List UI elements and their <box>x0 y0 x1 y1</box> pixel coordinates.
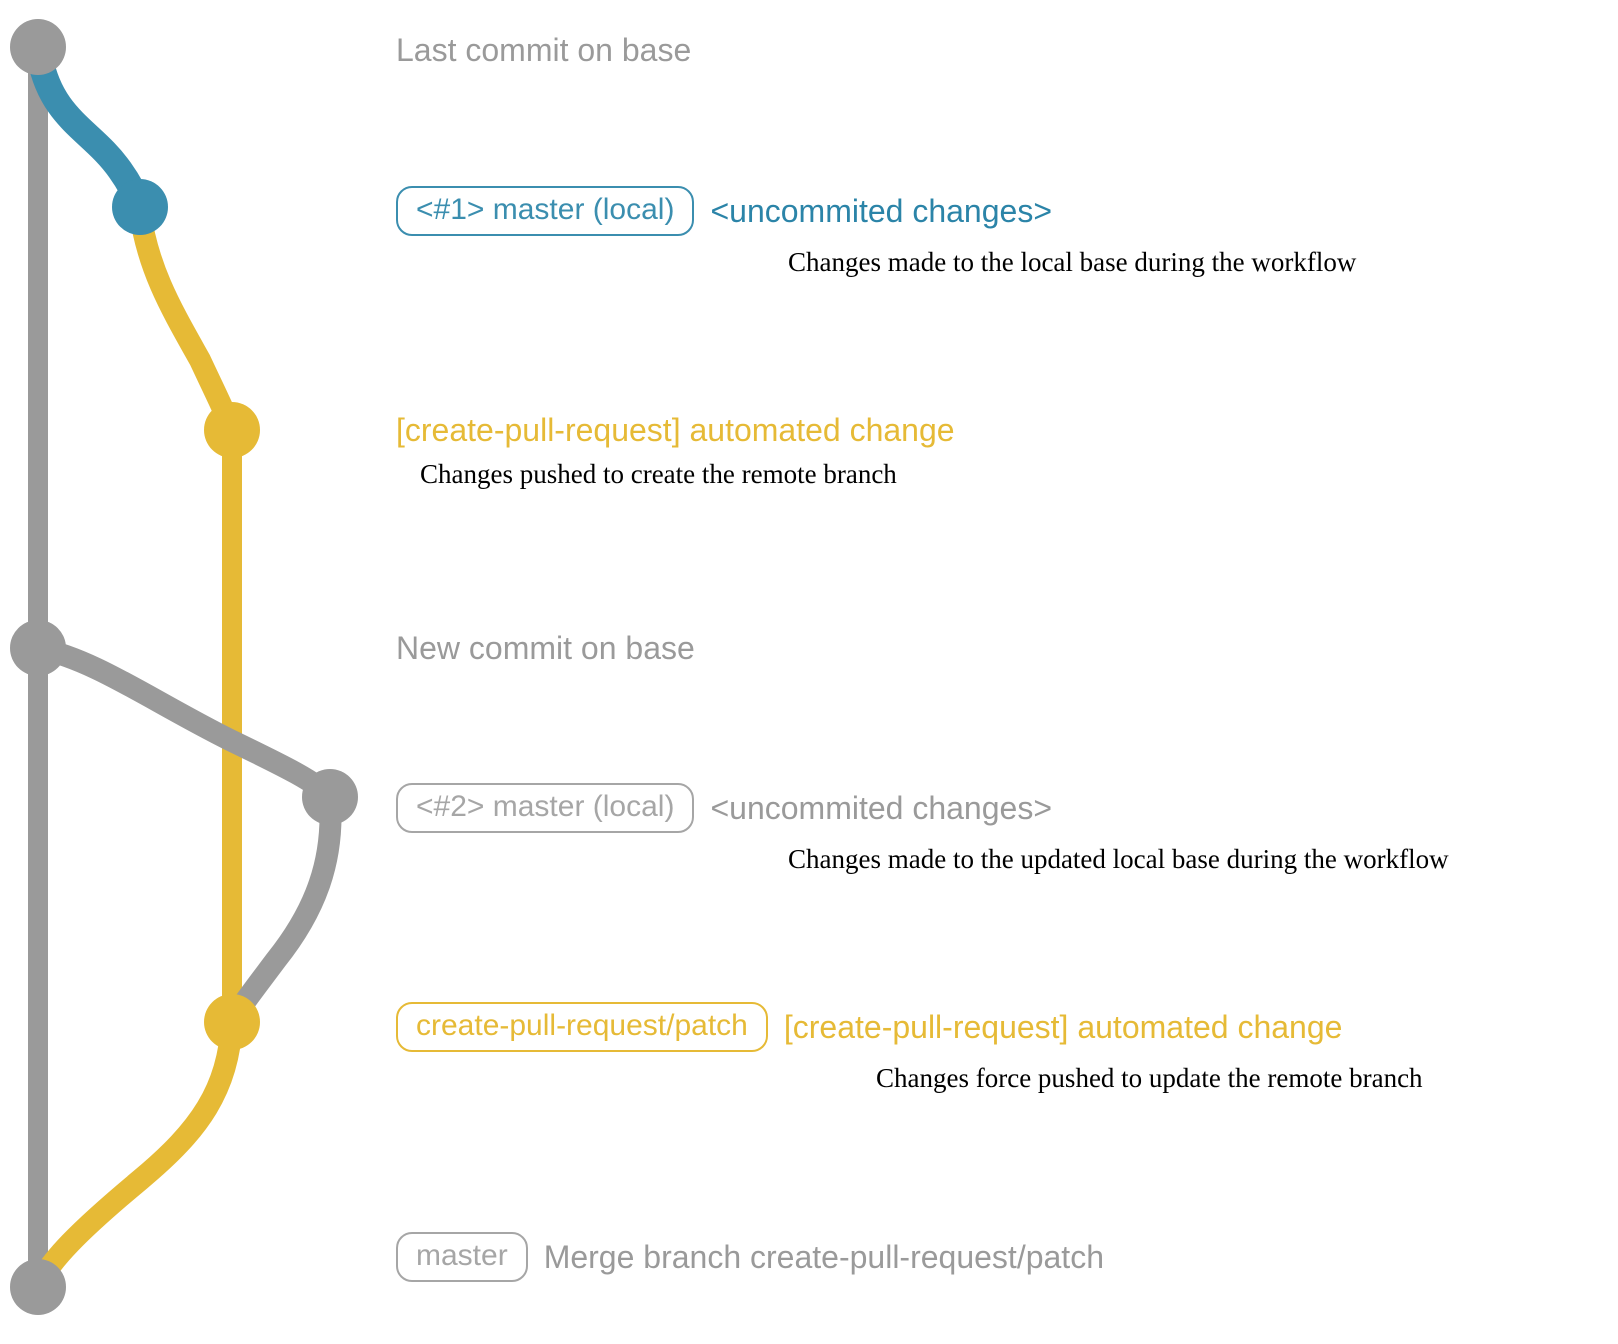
row-last-commit-head: Last commit on base <box>396 32 691 68</box>
row-patch: create-pull-request/patch [create-pull-r… <box>396 1002 1423 1094</box>
row-local-2-head: <#2> master (local) <uncommited changes> <box>396 783 1449 833</box>
patch-headline: [create-pull-request] automated change <box>783 1009 1343 1045</box>
row-master: master Merge branch create-pull-request/… <box>396 1232 1104 1282</box>
badge-create-pull-request-patch[interactable]: create-pull-request/patch <box>396 1002 768 1052</box>
new-commit-headline: New commit on base <box>396 630 695 666</box>
row-local-1: <#1> master (local) <uncommited changes>… <box>396 186 1356 278</box>
row-local-2: <#2> master (local) <uncommited changes>… <box>396 783 1449 875</box>
node-local-1[interactable] <box>112 179 168 235</box>
row-new-commit-head: New commit on base <box>396 630 695 666</box>
node-local-2[interactable] <box>302 769 358 825</box>
badge-master-local-2[interactable]: <#2> master (local) <box>396 783 695 833</box>
row-last-commit: Last commit on base <box>396 32 691 68</box>
badge-master-local-1[interactable]: <#1> master (local) <box>396 186 695 236</box>
row-patch-head: create-pull-request/patch [create-pull-r… <box>396 1002 1423 1052</box>
master-headline: Merge branch create-pull-request/patch <box>543 1239 1104 1275</box>
local-2-headline: <uncommited changes> <box>710 790 1052 826</box>
row-automated-1-head: [create-pull-request] automated change <box>396 412 955 448</box>
last-commit-headline: Last commit on base <box>396 32 692 68</box>
local-1-headline: <uncommited changes> <box>710 193 1052 229</box>
row-new-commit: New commit on base <box>396 630 695 666</box>
local-1-subline: Changes made to the local base during th… <box>788 247 1357 277</box>
node-base-head[interactable] <box>10 19 66 75</box>
local-2-subline: Changes made to the updated local base d… <box>788 844 1449 874</box>
row-master-head: master Merge branch create-pull-request/… <box>396 1232 1104 1282</box>
row-automated-1: [create-pull-request] automated change C… <box>396 412 955 490</box>
node-base-new[interactable] <box>10 620 66 676</box>
node-base-merge[interactable] <box>10 1259 66 1315</box>
patch-subline: Changes force pushed to update the remot… <box>876 1063 1423 1093</box>
node-patch-2[interactable] <box>204 994 260 1050</box>
automated-1-headline: [create-pull-request] automated change <box>396 412 955 448</box>
patch-2-merge-line <box>27 1011 243 1298</box>
row-local-1-head: <#1> master (local) <uncommited changes> <box>396 186 1356 236</box>
badge-master[interactable]: master <box>396 1232 528 1282</box>
node-patch-1[interactable] <box>204 402 260 458</box>
automated-1-subline: Changes pushed to create the remote bran… <box>420 459 897 489</box>
